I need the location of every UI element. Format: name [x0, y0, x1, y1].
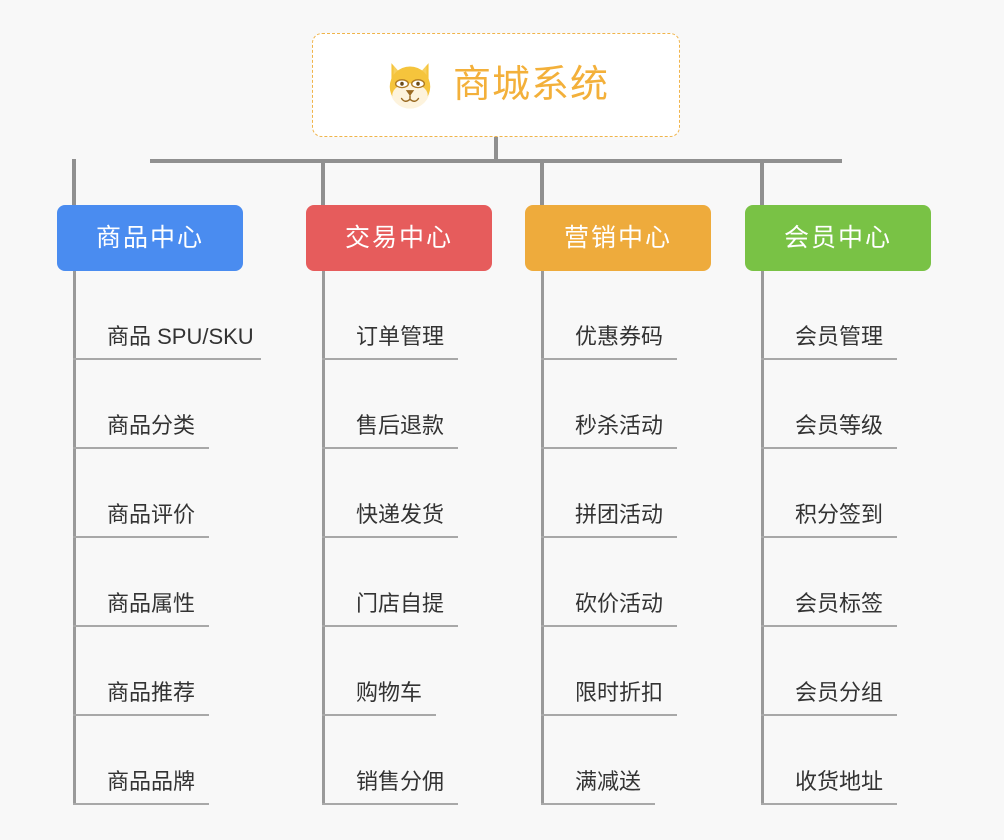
category-box-3[interactable]: 营销中心 [525, 205, 711, 271]
leaf-item-underline [73, 625, 209, 627]
leaf-item-underline [761, 625, 897, 627]
category-column-4: 会员管理会员等级积分签到会员标签会员分组收货地址 [761, 271, 1004, 805]
leaf-item-label: 收货地址 [795, 769, 884, 794]
leaf-item-underline [541, 714, 677, 716]
leaf-item[interactable]: 购物车 [322, 627, 552, 716]
leaf-item[interactable]: 积分签到 [761, 449, 991, 538]
leaf-item[interactable]: 会员管理 [761, 271, 991, 360]
leaf-item[interactable]: 会员分组 [761, 627, 991, 716]
leaf-item-underline [761, 536, 897, 538]
leaf-item[interactable]: 订单管理 [322, 271, 552, 360]
category-box-2[interactable]: 交易中心 [306, 205, 492, 271]
leaf-item-label: 积分签到 [795, 502, 884, 527]
column-trunk-line [73, 271, 76, 805]
leaf-item-label: 秒杀活动 [575, 413, 664, 438]
branch-drop-line [321, 159, 325, 205]
leaf-item-underline [73, 803, 209, 805]
category-box-4[interactable]: 会员中心 [745, 205, 931, 271]
leaf-item-underline [73, 447, 209, 449]
leaf-item[interactable]: 满减送 [541, 716, 771, 805]
leaf-item[interactable]: 拼团活动 [541, 449, 771, 538]
category-column-3: 优惠券码秒杀活动拼团活动砍价活动限时折扣满减送 [541, 271, 801, 805]
shiba-dog-icon [389, 63, 431, 109]
category-column-1: 商品 SPU/SKU 商品分类商品评价商品属性商品推荐商品品牌 [73, 271, 333, 805]
column-trunk-line [322, 271, 325, 805]
leaf-item-underline [541, 358, 677, 360]
leaf-item-label: 限时折扣 [575, 680, 664, 705]
leaf-item[interactable]: 商品属性 [73, 538, 303, 627]
leaf-item-label: 商品推荐 [107, 680, 196, 705]
leaf-item-label: 快递发货 [356, 502, 445, 527]
leaf-item-label: 满减送 [575, 769, 642, 794]
leaf-item-underline [73, 714, 209, 716]
category-label: 营销中心 [563, 223, 672, 252]
column-trunk-line [761, 271, 764, 805]
leaf-item[interactable]: 售后退款 [322, 360, 552, 449]
leaf-item-label: 订单管理 [356, 324, 445, 349]
leaf-item[interactable]: 砍价活动 [541, 538, 771, 627]
leaf-item-label: 商品属性 [107, 591, 196, 616]
leaf-item[interactable]: 会员等级 [761, 360, 991, 449]
leaf-item[interactable]: 门店自提 [322, 538, 552, 627]
leaf-item[interactable]: 商品分类 [73, 360, 303, 449]
leaf-item-label: 会员管理 [795, 324, 884, 349]
leaf-item[interactable]: 商品 SPU/SKU [73, 271, 303, 360]
leaf-item-label: 会员分组 [795, 680, 884, 705]
leaf-item-underline [761, 714, 897, 716]
leaf-item-underline [541, 803, 655, 805]
leaf-item-underline [322, 714, 436, 716]
leaf-item-underline [541, 447, 677, 449]
leaf-item-label: 优惠券码 [575, 324, 664, 349]
branch-drop-line [540, 159, 544, 205]
category-label: 商品中心 [95, 223, 204, 252]
leaf-item-label: 商品评价 [107, 502, 196, 527]
leaf-item-label: 销售分佣 [356, 769, 445, 794]
leaf-item[interactable]: 销售分佣 [322, 716, 552, 805]
horizontal-bus-line [150, 159, 842, 163]
leaf-item-label: 商品分类 [107, 413, 196, 438]
column-trunk-line [541, 271, 544, 805]
category-column-2: 订单管理售后退款快递发货门店自提购物车销售分佣 [322, 271, 582, 805]
leaf-item-underline [322, 447, 458, 449]
leaf-item-underline [761, 803, 897, 805]
branch-drop-line [72, 159, 76, 205]
leaf-item-label: 会员标签 [795, 591, 884, 616]
leaf-item-underline [322, 625, 458, 627]
leaf-item-underline [73, 358, 261, 360]
category-label: 交易中心 [344, 223, 453, 252]
branch-drop-line [760, 159, 764, 205]
leaf-item-label: 商品 SPU/SKU [107, 324, 254, 349]
leaf-item-label: 购物车 [356, 680, 423, 705]
root-node[interactable]: 商城系统 [312, 33, 680, 137]
leaf-item-underline [541, 536, 677, 538]
root-label: 商城系统 [452, 64, 609, 106]
leaf-item[interactable]: 商品品牌 [73, 716, 303, 805]
leaf-item[interactable]: 会员标签 [761, 538, 991, 627]
leaf-item-label: 拼团活动 [575, 502, 664, 527]
leaf-item-underline [322, 803, 458, 805]
leaf-item[interactable]: 商品评价 [73, 449, 303, 538]
category-label: 会员中心 [783, 223, 892, 252]
leaf-item-underline [761, 447, 897, 449]
leaf-item-underline [322, 358, 458, 360]
leaf-item-label: 门店自提 [356, 591, 445, 616]
leaf-item[interactable]: 收货地址 [761, 716, 991, 805]
root-stem-line [494, 137, 498, 162]
category-box-1[interactable]: 商品中心 [57, 205, 243, 271]
leaf-item-label: 砍价活动 [575, 591, 664, 616]
leaf-item[interactable]: 秒杀活动 [541, 360, 771, 449]
leaf-item-underline [541, 625, 677, 627]
leaf-item[interactable]: 快递发货 [322, 449, 552, 538]
leaf-item[interactable]: 商品推荐 [73, 627, 303, 716]
leaf-item-underline [761, 358, 897, 360]
leaf-item[interactable]: 优惠券码 [541, 271, 771, 360]
leaf-item-underline [322, 536, 458, 538]
leaf-item-underline [73, 536, 209, 538]
leaf-item-label: 售后退款 [356, 413, 445, 438]
leaf-item-label: 会员等级 [795, 413, 884, 438]
leaf-item-label: 商品品牌 [107, 769, 196, 794]
leaf-item[interactable]: 限时折扣 [541, 627, 771, 716]
